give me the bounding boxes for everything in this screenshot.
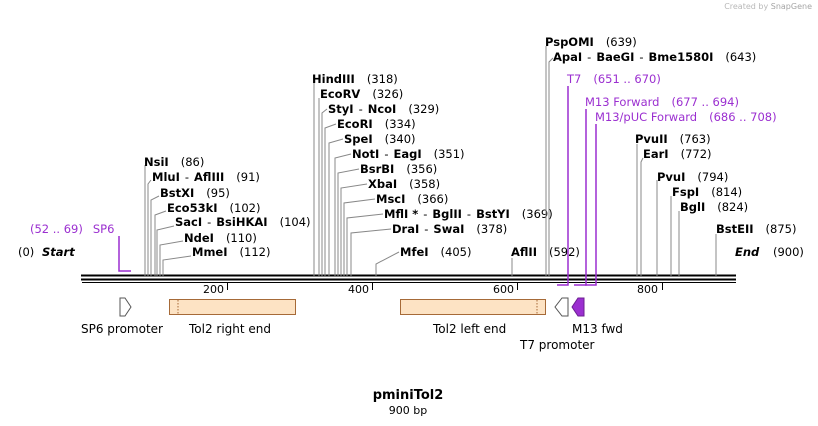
svg-text:Eco53kI(102): Eco53kI(102) [167,201,260,215]
end-label: End [735,245,760,259]
primer-t7[interactable]: T7(651 .. 670) [557,72,661,286]
primer-sp6[interactable]: (52 .. 69)SP6 [30,222,131,272]
svg-text:AflII(592): AflII(592) [511,245,580,259]
svg-text:M13 fwd: M13 fwd [572,322,623,336]
svg-text:FspI(814): FspI(814) [672,185,742,199]
svg-text:T7 promoter: T7 promoter [519,338,595,352]
tick-label-200: 200 [203,283,224,296]
site-spei[interactable]: SpeI(340) [328,132,416,276]
feature-tol2-left-end[interactable]: Tol2 left end [400,299,546,337]
map-title: pminiTol2 [373,388,444,403]
feature-m13-fwd[interactable]: M13 fwd [571,297,623,336]
site-xbai[interactable]: XbaI(358) [340,177,440,276]
promoter-forward-arrow-icon [119,297,132,317]
site-drai[interactable]: DraI-SwaI(378) [350,222,507,276]
site-noti[interactable]: NotI-EagI(351) [334,147,465,276]
site-bsrbi[interactable]: BsrBI(356) [337,162,437,276]
site-eco53ki[interactable]: Eco53kI(102) [154,201,260,276]
site-ndei[interactable]: NdeI(110) [159,231,257,276]
svg-text:M13 Forward(677 .. 694): M13 Forward(677 .. 694) [585,95,739,109]
feature-t7-promoter[interactable]: T7 promoter [519,297,595,352]
svg-text:PvuII(763): PvuII(763) [635,132,711,146]
ruler-ticks [227,283,663,290]
site-mlui[interactable]: MluI-AflIII(91) [147,170,260,276]
svg-text:Tol2 left end: Tol2 left end [432,322,506,336]
svg-text:MluI-AflIII(91): MluI-AflIII(91) [152,170,260,184]
site-bstxi[interactable]: BstXI(95) [150,186,230,276]
svg-text:(52 .. 69)SP6: (52 .. 69)SP6 [30,222,114,236]
svg-text:EcoRI(334): EcoRI(334) [337,117,416,131]
svg-text:T7(651 .. 670): T7(651 .. 670) [566,72,661,86]
svg-text:BglI(824): BglI(824) [680,200,748,214]
site-mfli[interactable]: MflI *-BglII-BstYI(369) [346,207,553,276]
svg-text:NsiI(86): NsiI(86) [144,155,204,169]
svg-text:MflI *-BglII-BstYI(369): MflI *-BglII-BstYI(369) [384,207,553,221]
svg-text:NdeI(110): NdeI(110) [184,231,257,245]
svg-text:SP6 promoter: SP6 promoter [81,322,163,336]
svg-text:BsrBI(356): BsrBI(356) [360,162,437,176]
svg-text:EcoRV(326): EcoRV(326) [320,87,403,101]
site-fspi[interactable]: FspI(814) [670,185,742,276]
site-saci[interactable]: SacI-BsiHKAI(104) [156,215,311,276]
svg-text:BstXI(95): BstXI(95) [160,186,230,200]
svg-text:M13/pUC Forward(686 .. 708): M13/pUC Forward(686 .. 708) [595,110,777,124]
svg-text:MfeI(405): MfeI(405) [400,245,471,259]
svg-text:PvuI(794): PvuI(794) [657,170,728,184]
site-pvuii[interactable]: PvuII(763) [635,132,711,276]
tick-label-800: 800 [637,283,658,296]
site-aflii[interactable]: AflII(592) [511,245,580,276]
site-mmei[interactable]: MmeI(112) [162,245,270,276]
start-position: (0) [18,245,34,259]
svg-text:StyI-NcoI(329): StyI-NcoI(329) [328,102,439,116]
svg-text:ApaI-BaeGI-Bme1580I(643): ApaI-BaeGI-Bme1580I(643) [553,50,756,64]
site-hindiii[interactable]: HindIII(318) [312,72,398,276]
svg-text:MmeI(112): MmeI(112) [192,245,270,259]
feature-tol2-right-end[interactable]: Tol2 right end [169,299,296,337]
site-pvui[interactable]: PvuI(794) [656,170,728,276]
svg-text:MscI(366): MscI(366) [376,192,448,206]
svg-text:XbaI(358): XbaI(358) [368,177,440,191]
svg-text:PspOMI(639): PspOMI(639) [545,35,637,49]
promoter-reverse-arrow-icon [554,297,569,317]
site-bsteii[interactable]: BstEII(875) [715,222,796,276]
site-pspomi[interactable]: PspOMI(639) [545,35,637,276]
tick-label-600: 600 [493,283,514,296]
site-ecori[interactable]: EcoRI(334) [324,117,416,276]
primer-m13-puc-forward[interactable]: M13/pUC Forward(686 .. 708) [585,110,777,286]
svg-text:NotI-EagI(351): NotI-EagI(351) [352,147,465,161]
svg-text:SpeI(340): SpeI(340) [344,132,416,146]
site-msci[interactable]: MscI(366) [343,192,448,276]
site-nsii[interactable]: NsiI(86) [144,155,204,276]
svg-text:Tol2 right end: Tol2 right end [188,322,271,336]
site-mfei[interactable]: MfeI(405) [375,245,471,276]
site-eari[interactable]: EarI(772) [640,147,712,276]
site-apai[interactable]: ApaI-BaeGI-Bme1580I(643) [548,50,756,276]
svg-text:SacI-BsiHKAI(104): SacI-BsiHKAI(104) [175,215,311,229]
start-label: Start [42,245,75,259]
svg-text:BstEII(875): BstEII(875) [716,222,796,236]
tick-label-400: 400 [348,283,369,296]
svg-text:HindIII(318): HindIII(318) [312,72,398,86]
snapgene-logo: SnapGene [770,2,812,11]
feature-sp6-promoter[interactable]: SP6 promoter [81,297,163,336]
site-ecorv[interactable]: EcoRV(326) [318,87,403,276]
end-position: (900) [773,245,804,259]
primer-bind-reverse-arrow-icon [571,297,585,317]
svg-text:DraI-SwaI(378): DraI-SwaI(378) [392,222,507,236]
svg-text:EarI(772): EarI(772) [643,147,712,161]
snapgene-watermark: Created by SnapGene [724,2,812,11]
site-bgli[interactable]: BglI(824) [678,200,748,276]
map-length: 900 bp [389,404,427,417]
site-styi[interactable]: StyI-NcoI(329) [321,102,439,276]
